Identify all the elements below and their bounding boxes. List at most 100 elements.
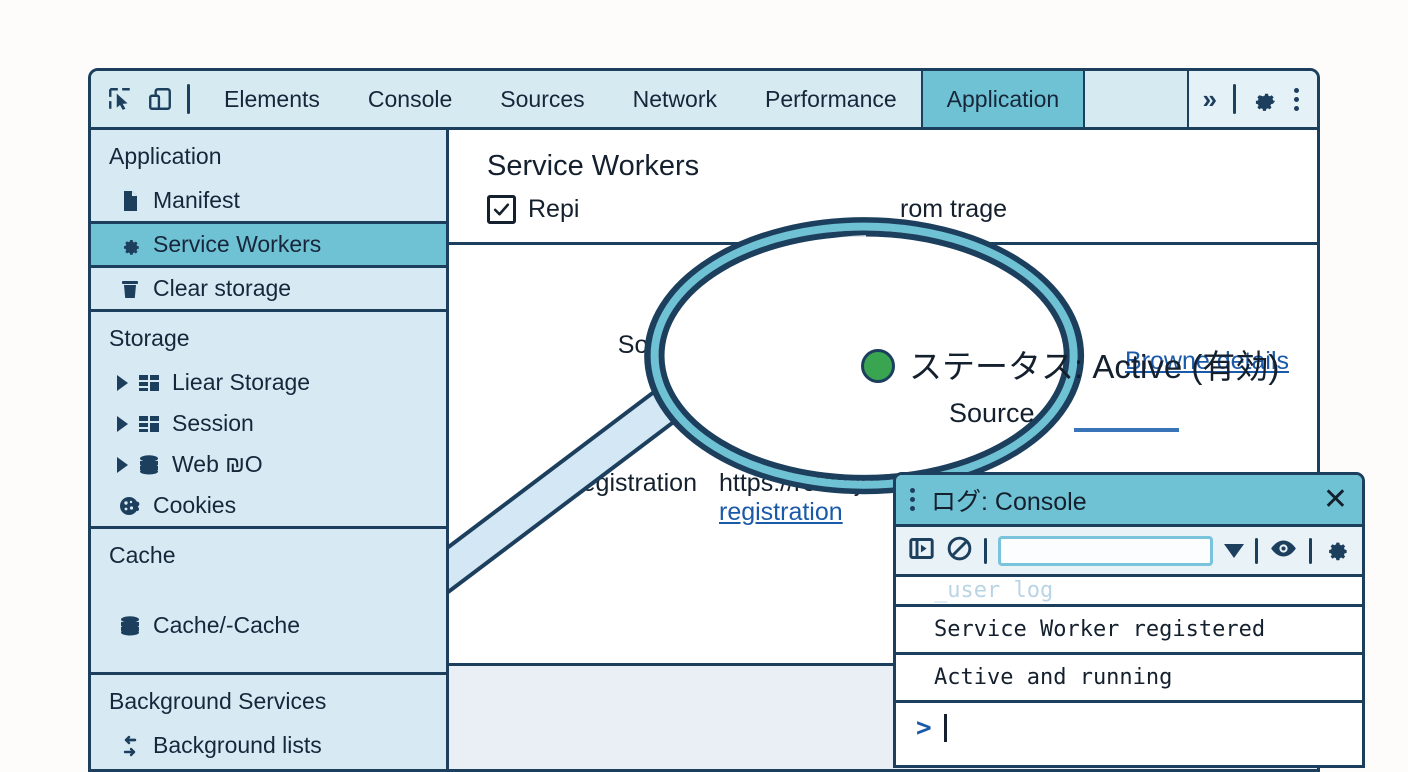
browne-details-link[interactable]: Browne details [1125, 347, 1289, 375]
toolbar-divider [1233, 84, 1236, 114]
status-value: Active [749, 404, 818, 432]
sidebar-item-pance-events[interactable]: Pance Events [91, 766, 446, 769]
sidebar-group-background-services: Background Services Background lists [91, 675, 446, 769]
sidebar-item-label: Cache/-Cache [153, 612, 301, 638]
tab-label: Application [946, 85, 1060, 112]
sidebar-item-session[interactable]: Session [91, 403, 446, 444]
database-icon [136, 452, 162, 478]
divider [449, 242, 1317, 245]
document-icon [117, 188, 143, 214]
sidebar-item-background-lists[interactable]: Background lists [91, 725, 446, 766]
sidebar-group-title: Application [109, 143, 222, 169]
toolbar-right-icons: » [1186, 71, 1317, 127]
show-console-sidebar-icon[interactable] [908, 535, 935, 567]
more-vertical-icon[interactable] [1294, 87, 1299, 111]
tab-console[interactable]: Console [344, 71, 476, 127]
checkbox-label-start: Repi [528, 195, 580, 223]
toolbar-tabs: Elements Console Sources Network Perform… [200, 71, 1187, 127]
table-icon [136, 411, 162, 437]
tab-network[interactable]: Network [609, 71, 741, 127]
magnified-status-dot-icon [861, 349, 895, 383]
chevron-down-icon[interactable] [1224, 543, 1244, 558]
magnified-status-text: ステータス: Active (有効) [861, 340, 1281, 388]
tab-label: Console [367, 85, 453, 112]
sidebar-item-label: Background lists [153, 732, 322, 758]
eye-icon[interactable] [1269, 534, 1298, 568]
console-filter-input[interactable] [998, 535, 1213, 566]
devtools-toolbar: Elements Console Sources Network Perform… [91, 71, 1317, 130]
prompt-caret-icon: > [916, 713, 932, 743]
gear-icon[interactable] [1252, 86, 1278, 112]
status-label: Status [626, 404, 697, 432]
registration-value: https://roval/jun [719, 469, 889, 497]
tab-application[interactable]: Application [920, 71, 1086, 127]
toolbar-divider [984, 537, 987, 564]
close-icon[interactable]: ✕ [1322, 482, 1348, 516]
tab-elements[interactable]: Elements [200, 71, 344, 127]
sidebar-item-liear-storage[interactable]: Liear Storage [91, 362, 446, 403]
tab-sources[interactable]: Sources [476, 71, 608, 127]
database-icon [117, 613, 143, 639]
gear-icon[interactable] [1323, 535, 1350, 567]
console-toolbar [896, 527, 1362, 577]
magnified-source-underline [1074, 428, 1179, 432]
sidebar-item-label: Web ₪Ο [172, 451, 263, 477]
tab-label: Performance [765, 85, 897, 112]
registration-label: Registration [563, 469, 697, 497]
sidebar-item-label: Service Workers [153, 231, 322, 257]
status-green-dot-icon [719, 407, 741, 429]
console-window: ログ: Console ✕ [893, 472, 1365, 768]
trash-icon [117, 276, 143, 302]
console-title: ログ: Console [931, 487, 1087, 516]
source-label: Source [617, 331, 697, 359]
clear-console-icon[interactable] [946, 535, 973, 567]
console-log-row-partial: _user log [896, 577, 1362, 607]
more-vertical-icon[interactable] [910, 488, 915, 511]
table-icon [136, 370, 162, 396]
console-log-row: Active and running [896, 655, 1362, 703]
sidebar-item-label: Cookies [153, 492, 237, 518]
console-prompt-row[interactable]: > [896, 703, 1362, 743]
expand-arrow-icon[interactable] [117, 374, 128, 391]
devtools-window: Elements Console Sources Network Perform… [88, 68, 1320, 772]
sidebar-spacer [91, 646, 446, 672]
sidebar-item-web-db[interactable]: Web ₪Ο [91, 444, 446, 485]
overflow-chevron-icon[interactable]: » [1202, 83, 1217, 114]
sidebar-item-service-workers[interactable]: Service Workers [91, 221, 446, 268]
sidebar-item-label: Clear storage [153, 275, 292, 301]
sidebar-group-cache: Cache Cache/-Cache [91, 529, 446, 675]
sidebar-group-title: Background Services [109, 688, 327, 714]
expand-arrow-icon[interactable] [117, 415, 128, 432]
page-title: Service Workers [487, 150, 700, 182]
tab-label: Network [632, 85, 717, 112]
tab-performance[interactable]: Performance [741, 71, 921, 127]
sidebar-spacer [91, 579, 446, 605]
sidebar-group-title: Storage [109, 325, 190, 351]
sidebar-item-cookies[interactable]: Cookies [91, 485, 446, 526]
toolbar-divider [1255, 537, 1258, 564]
sidebar-item-clear-storage[interactable]: Clear storage [91, 268, 446, 309]
gear-icon [117, 232, 143, 258]
device-toolbar-icon[interactable] [147, 86, 173, 112]
tab-label: Sources [500, 85, 585, 112]
toolbar-left-icons [91, 71, 200, 127]
text-cursor [943, 714, 947, 742]
checkbox-label-end: rom trage [900, 195, 1007, 223]
toolbar-divider [187, 84, 190, 114]
inspect-cursor-icon[interactable] [107, 86, 133, 112]
checkbox-icon[interactable] [487, 195, 516, 224]
expand-arrow-icon[interactable] [117, 456, 128, 473]
magnified-source-label: Source [949, 398, 1035, 428]
console-titlebar: ログ: Console ✕ [896, 475, 1362, 527]
console-log-list: _user log Service Worker registered Acti… [896, 577, 1362, 743]
sidebar-item-label: Session [172, 410, 254, 436]
registration-link[interactable]: registration [719, 498, 843, 526]
update-on-reload-checkbox-row[interactable]: Repi rom trage [449, 183, 1317, 224]
sidebar-item-cache-storage[interactable]: Cache/-Cache [91, 605, 446, 646]
cookie-icon [117, 493, 143, 519]
sync-arrows-icon [117, 733, 143, 759]
status-row: Status Active [449, 404, 1317, 433]
sidebar-item-manifest[interactable]: Manifest [91, 180, 446, 221]
tab-label: Elements [224, 85, 320, 112]
application-sidebar: Application Manifest Service Workers [91, 130, 449, 769]
